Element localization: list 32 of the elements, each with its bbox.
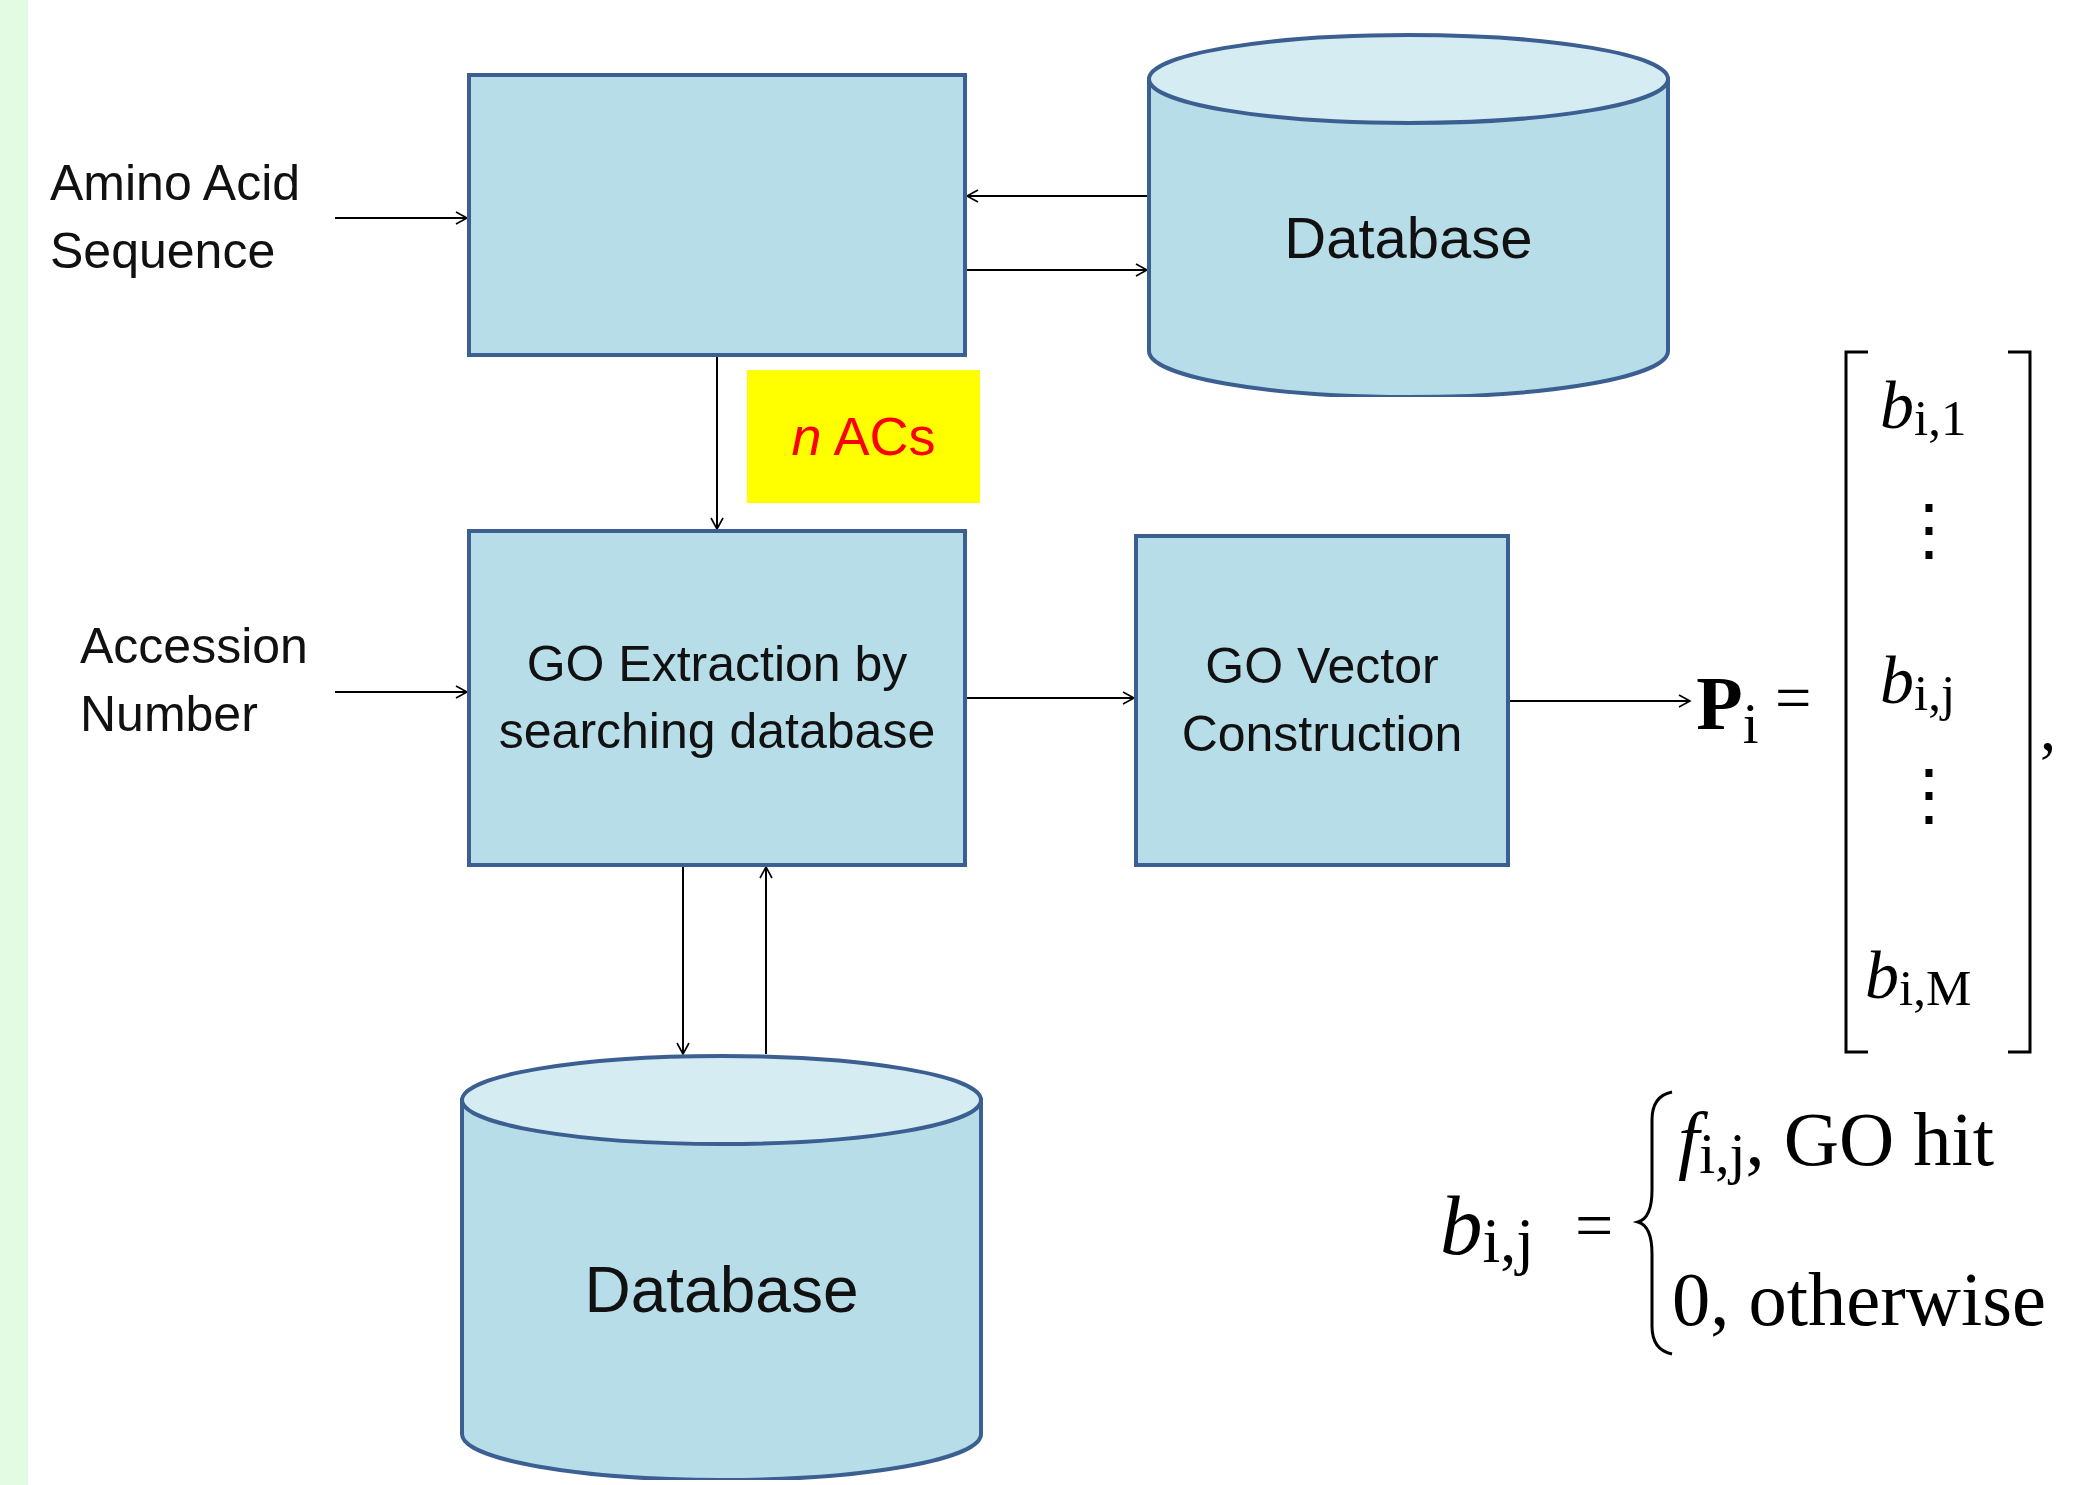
node-label: GO Extraction by searching database [497,634,937,761]
arrow [966,189,1148,203]
node-label: P$_{i}$ [1696,659,1759,757]
node-label: Amino Acid Sequence [50,154,302,281]
arrow [759,866,773,1055]
math-text: 0, otherwise [1672,1255,2046,1344]
math-text: , [2040,690,2057,766]
node-label: Database [584,1252,859,1328]
math-text: f$_{i,j}$, GO hit [1678,1095,1995,1185]
arrow [966,691,1135,705]
highlight-box [747,370,980,503]
process-box [1134,534,1510,867]
math-text: b$_{i,1}$ [1880,366,1967,445]
math-text: = [1575,1186,1614,1265]
node-label: n ACs [791,405,936,468]
math-text: ⋮ [1895,491,1963,570]
arrow [1509,694,1691,708]
node-label: Database [1284,203,1533,272]
arrow [334,685,468,699]
math-text: b$_{i,j}$ [1880,641,1956,720]
process-box [467,73,967,357]
arrow [710,356,724,530]
arrow [966,263,1148,277]
node-label: Accession Number [80,617,309,744]
arrow [676,866,690,1055]
math-text: b$_{i,M}$ [1865,936,1972,1015]
math-text: = [1775,660,1812,736]
process-box [467,529,967,867]
math-text: ⋮ [1895,756,1963,835]
node-label: GO Vector Construction [1180,637,1464,764]
arrow [334,211,468,225]
math-text: b$_{i,j}$ [1440,1176,1534,1275]
